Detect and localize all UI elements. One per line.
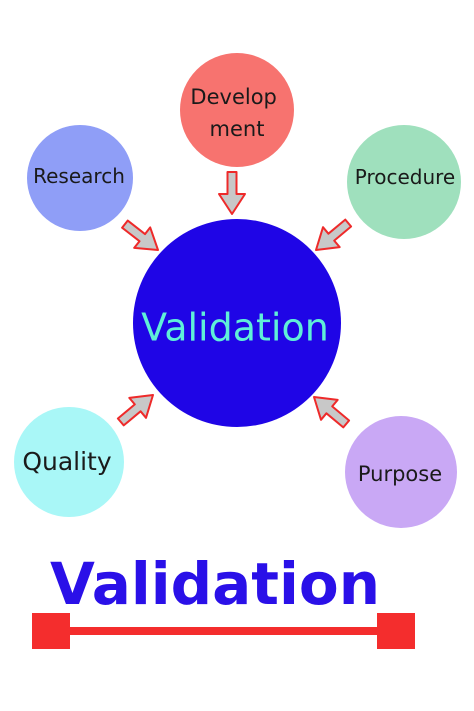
node-procedure: Procedure xyxy=(347,125,461,239)
node-purpose: Purpose xyxy=(345,416,457,528)
center-label: Validation xyxy=(141,306,329,350)
node-research: Research xyxy=(27,125,133,231)
node-research-label: Research xyxy=(33,164,125,188)
bottom-title: Validation xyxy=(50,550,380,618)
bottom-underline-bar xyxy=(32,613,415,649)
bar-line xyxy=(68,627,380,635)
arrow-purpose-to-validation xyxy=(313,396,351,429)
node-research-circle xyxy=(27,125,133,231)
node-development-circle xyxy=(180,53,294,167)
arrow-development-to-validation xyxy=(218,171,246,215)
node-purpose-label: Purpose xyxy=(358,462,442,486)
bar-right-cap xyxy=(377,613,415,649)
center-node: Validation xyxy=(133,219,341,427)
node-development-label-line-1: Develop xyxy=(190,85,276,109)
arrow-research-to-validation xyxy=(121,219,159,251)
node-development: Develop ment xyxy=(180,53,294,167)
bar-left-cap xyxy=(32,613,70,649)
center-circle xyxy=(133,219,341,427)
node-development-label: Develop ment xyxy=(190,85,283,141)
node-procedure-circle xyxy=(347,125,461,239)
node-development-label-line-2: ment xyxy=(210,117,265,141)
node-quality-circle xyxy=(14,407,124,517)
node-quality: Quality xyxy=(14,407,124,517)
node-quality-label: Quality xyxy=(22,447,112,476)
arrow-procedure-to-validation xyxy=(315,218,353,251)
node-purpose-circle xyxy=(345,416,457,528)
arrow-quality-to-validation xyxy=(116,394,154,427)
arrows xyxy=(116,171,353,429)
node-procedure-label: Procedure xyxy=(355,165,456,189)
